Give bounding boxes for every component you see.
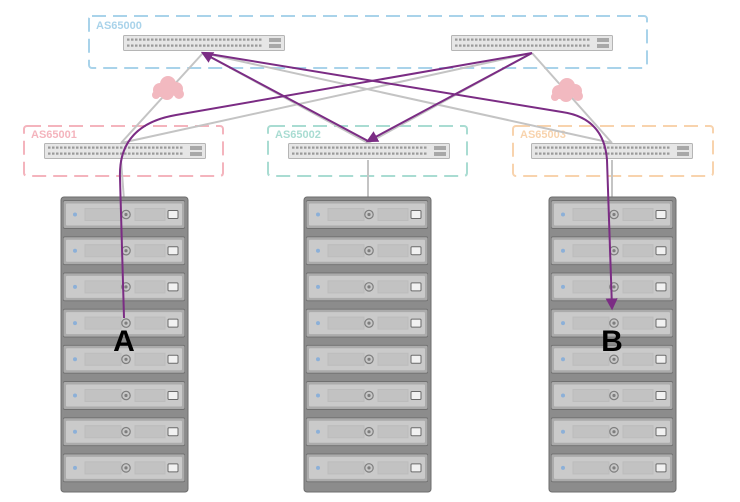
path-leaf2-to-spine-left xyxy=(200,51,369,142)
server-unit-icon xyxy=(551,200,673,229)
link-spine1-leaf3 xyxy=(202,52,613,144)
server-unit-icon xyxy=(551,417,673,447)
as65001-zone-label: AS65001 xyxy=(31,129,77,141)
network-switch-icon xyxy=(531,143,693,159)
link-leaf1-rack1 xyxy=(120,159,125,201)
server-unit-icon xyxy=(306,381,428,410)
server-unit-icon xyxy=(63,381,185,410)
server-unit-icon xyxy=(63,236,185,266)
server-unit-icon xyxy=(306,200,428,229)
as65003-zone-label: AS65003 xyxy=(520,129,566,141)
server-unit-icon xyxy=(63,200,185,229)
server-unit-icon xyxy=(306,236,428,266)
server-unit-icon xyxy=(306,344,428,374)
spine-switch-right xyxy=(451,35,613,51)
link-spine1-leaf1 xyxy=(120,52,204,144)
path-spine-right-to-leaf2 xyxy=(365,52,533,143)
host-label-b: B xyxy=(601,325,623,358)
server-rack-right xyxy=(548,196,677,493)
server-unit-icon xyxy=(306,308,428,338)
as65000-zone-label: AS65000 xyxy=(96,20,142,32)
leaf-switch-as65002 xyxy=(288,143,450,159)
server-unit-icon xyxy=(63,417,185,447)
network-switch-icon xyxy=(44,143,206,159)
as65001-zone-border xyxy=(23,125,224,177)
server-unit-icon xyxy=(306,417,428,447)
server-unit-icon xyxy=(306,453,428,483)
link-spine2-leaf1 xyxy=(120,52,533,144)
as65000-zone: AS65000 xyxy=(88,15,648,69)
spine-switch-left xyxy=(123,35,285,51)
server-unit-icon xyxy=(551,236,673,266)
as65000-zone-border xyxy=(88,15,648,69)
leaf-switch-as65003 xyxy=(531,143,693,159)
network-switch-icon xyxy=(123,35,285,51)
host-label-a: A xyxy=(113,325,135,358)
server-unit-icon xyxy=(551,453,673,483)
network-switch-icon xyxy=(288,143,450,159)
server-rack-left xyxy=(60,196,189,493)
leaf-switch-as65001 xyxy=(44,143,206,159)
cloud-icon xyxy=(551,78,583,102)
server-unit-icon xyxy=(306,272,428,302)
as65001-zone: AS65001 xyxy=(23,125,224,177)
as65002-zone-label: AS65002 xyxy=(275,129,321,141)
network-switch-icon xyxy=(451,35,613,51)
path-spine-left-to-b xyxy=(202,52,618,311)
server-rack-middle xyxy=(303,196,432,493)
traffic-paths xyxy=(118,51,618,319)
server-unit-icon xyxy=(63,453,185,483)
server-unit-icon xyxy=(551,381,673,410)
path-a-to-spine-right xyxy=(118,52,533,319)
